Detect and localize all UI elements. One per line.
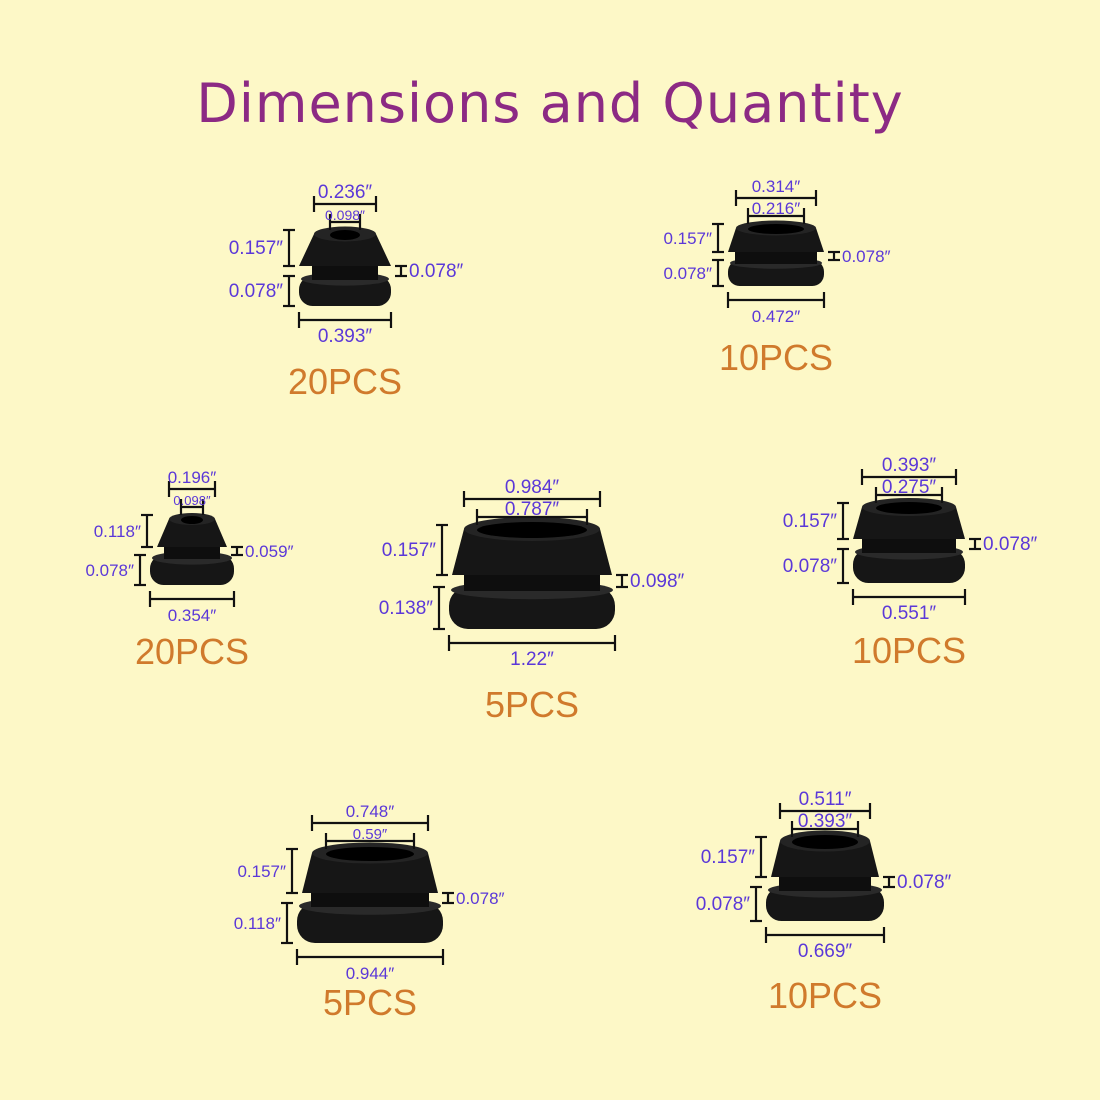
grommet-6-base-width-label: 0.669″ (798, 941, 853, 962)
grommet-6-cap-height-label: 0.157″ (701, 847, 756, 868)
grommet-1-groove (735, 250, 817, 264)
grommet-2-cap-height-label: 0.118″ (94, 522, 141, 541)
grommet-5-top-outer-label: 0.748″ (346, 802, 395, 821)
grommet-5-hole (326, 847, 414, 861)
grommet-0-top-outer-label: 0.236″ (318, 182, 373, 203)
grommet-5-cap-height-label: 0.157″ (237, 862, 286, 881)
grommet-0-groove-height-label: 0.078″ (409, 261, 464, 282)
page-title: Dimensions and Quantity (196, 72, 904, 135)
grommet-4-top-outer-label: 0.393″ (882, 455, 937, 476)
grommet-5-cap (302, 853, 438, 893)
grommet-5-quantity: 5PCS (323, 982, 417, 1023)
grommet-6-top-outer-label: 0.511″ (799, 789, 852, 810)
grommet-6-quantity: 10PCS (768, 975, 882, 1016)
grommet-0-quantity: 20PCS (288, 361, 402, 402)
grommet-2-flange-height-label: 0.078″ (85, 561, 134, 580)
grommet-6-flange-height-label: 0.078″ (696, 894, 751, 915)
grommet-0-cap-height-label: 0.157″ (229, 238, 284, 259)
grommet-3-groove (464, 573, 600, 591)
grommet-3-hole (477, 522, 587, 538)
grommet-1-quantity: 10PCS (719, 337, 833, 378)
grommet-5-groove (311, 891, 429, 907)
grommet-3-top-inner-label: 0.787″ (505, 499, 560, 520)
grommet-2-top-inner-label: 0.098″ (173, 493, 211, 508)
grommet-6-hole (792, 835, 858, 849)
grommet-4-cap (853, 507, 965, 539)
grommet-4-hole (876, 502, 942, 514)
grommet-4-flange-height-label: 0.078″ (783, 556, 838, 577)
grommet-1-base-width-label: 0.472″ (752, 307, 801, 326)
grommet-4-groove (862, 537, 956, 553)
grommet-2-base-width-label: 0.354″ (168, 606, 217, 625)
grommet-5-base-width-label: 0.944″ (346, 964, 395, 983)
grommet-3-cap (452, 529, 612, 575)
grommet-2-cap (157, 519, 227, 547)
grommet-3-cap-height-label: 0.157″ (382, 540, 437, 561)
grommet-3-top-outer-label: 0.984″ (505, 477, 560, 498)
grommet-6-top-inner-label: 0.393″ (798, 811, 853, 832)
grommet-0-base-width-label: 0.393″ (318, 326, 373, 347)
grommet-4-top-inner-label: 0.275″ (882, 477, 937, 498)
grommet-1-top-inner-label: 0.216″ (752, 199, 801, 218)
grommet-5-flange-height-label: 0.118″ (234, 914, 281, 933)
grommet-6-groove (779, 875, 871, 891)
grommet-0-cap (299, 234, 391, 266)
grommet-3-flange-height-label: 0.138″ (379, 598, 434, 619)
grommet-6-groove-height-label: 0.078″ (897, 872, 952, 893)
grommet-5-groove-height-label: 0.078″ (456, 889, 505, 908)
grommet-1-groove-height-label: 0.078″ (842, 247, 891, 266)
grommet-1-flange-height-label: 0.078″ (663, 264, 712, 283)
grommet-6-cap (771, 841, 879, 877)
grommet-0-flange-height-label: 0.078″ (229, 281, 284, 302)
grommet-2-top-outer-label: 0.196″ (168, 468, 217, 487)
grommet-4-cap-height-label: 0.157″ (783, 511, 838, 532)
grommet-3-base-width-label: 1.22″ (510, 649, 554, 670)
grommet-3-quantity: 5PCS (485, 684, 579, 725)
grommet-5-top-inner-label: 0.59″ (353, 826, 388, 843)
grommet-4-groove-height-label: 0.078″ (983, 534, 1038, 555)
grommet-1-cap-height-label: 0.157″ (663, 229, 712, 248)
grommet-0-groove (312, 264, 378, 280)
grommet-1-top-outer-label: 0.314″ (752, 177, 801, 196)
grommet-4-base-width-label: 0.551″ (882, 603, 937, 624)
grommet-0-top-inner-label: 0.098″ (325, 207, 365, 223)
grommet-4-quantity: 10PCS (852, 630, 966, 671)
grommet-0-hole (330, 230, 360, 240)
grommet-1-hole (748, 224, 804, 234)
grommet-2-quantity: 20PCS (135, 631, 249, 672)
grommet-3-groove-height-label: 0.098″ (630, 571, 685, 592)
grommet-2-groove-height-label: 0.059″ (245, 542, 294, 561)
grommet-2-hole (181, 516, 203, 524)
grommet-2-groove (164, 545, 220, 559)
